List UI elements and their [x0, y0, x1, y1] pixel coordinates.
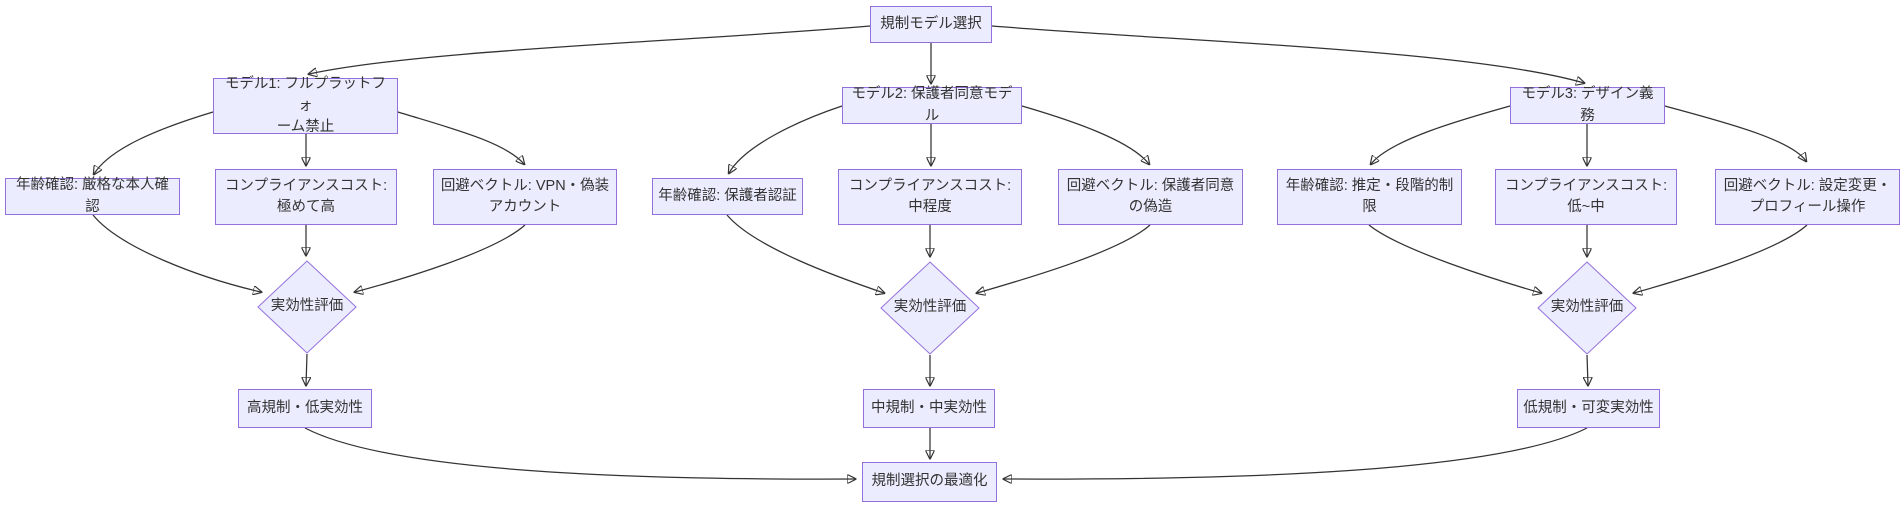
edge-model3-m3eva [1664, 105, 1806, 161]
edge-model3-m3age [1371, 105, 1511, 164]
node-label: 高規制・低実効性 [247, 399, 363, 416]
node-result-high-regulation-low-effectiveness: 高規制・低実効性 [238, 389, 372, 428]
node-m3-compliance-cost: コンプライアンスコスト: 低~中 [1495, 169, 1677, 225]
node-label: コンプライアンスコスト: 極めて高 [224, 177, 388, 215]
diamond-shape [1537, 261, 1637, 355]
edge-m3eva-eval3 [1634, 224, 1808, 293]
node-label: 年齢確認: 推定・段階的制 限 [1285, 177, 1454, 215]
node-result-mid-regulation-mid-effectiveness: 中規制・中実効性 [863, 389, 995, 428]
edge-m1eva-eval1 [355, 224, 526, 292]
node-label: 回避ベクトル: VPN・偽装 アカウント [440, 177, 610, 215]
edge-model1-m1age [94, 111, 214, 174]
diamond-shape [257, 260, 357, 354]
node-label: 低規制・可変実効性 [1523, 399, 1654, 416]
edge-m2eva-eval2 [977, 224, 1151, 293]
edge-root-model3 [991, 25, 1584, 83]
edge-eval3-result3 [1587, 354, 1588, 385]
node-m1-compliance-cost: コンプライアンスコスト: 極めて高 [215, 169, 397, 225]
edge-model2-m2eva [1021, 105, 1149, 164]
node-label: モデル1: フルプラットフォ ーム禁止 [224, 76, 387, 135]
node-result-low-regulation-variable-effectiveness: 低規制・可変実効性 [1517, 389, 1660, 428]
node-label: 年齢確認: 厳格な本人確認 [15, 177, 170, 215]
node-label: 回避ベクトル: 設定変更・ プロフィール操作 [1723, 177, 1892, 215]
node-label: モデル3: デザイン義務 [1521, 86, 1654, 124]
edge-result1-final [304, 427, 855, 479]
node-m1-evasion-vector: 回避ベクトル: VPN・偽装 アカウント [433, 169, 617, 225]
node-regulation-choice-optimization: 規制選択の最適化 [862, 462, 997, 502]
node-model3-design-obligation: モデル3: デザイン義務 [1510, 86, 1665, 124]
edge-eval1-result1 [306, 353, 307, 385]
node-m1-age-verification: 年齢確認: 厳格な本人確認 [5, 177, 180, 215]
node-label: 規制モデル選択 [880, 15, 982, 32]
node-regulation-model-selection: 規制モデル選択 [870, 6, 992, 43]
node-label: 実効性評価 [893, 299, 967, 316]
node-m3-age-verification: 年齢確認: 推定・段階的制 限 [1277, 169, 1462, 225]
edge-model1-m1eva [397, 111, 524, 164]
edge-m1age-eval1 [92, 214, 261, 292]
node-model2-parental-consent: モデル2: 保護者同意モデル [842, 86, 1022, 124]
node-label: 実効性評価 [270, 298, 344, 315]
diamond-shape [880, 261, 980, 355]
node-m2-evasion-vector: 回避ベクトル: 保護者同意 の偽造 [1058, 169, 1243, 225]
node-label: 年齢確認: 保護者認証 [658, 187, 797, 204]
node-model1-full-platform-ban: モデル1: フルプラットフォ ーム禁止 [213, 76, 398, 135]
node-label: 中規制・中実効性 [871, 399, 987, 416]
edge-model2-m2age [729, 105, 843, 173]
node-m2-age-verification: 年齢確認: 保護者認証 [652, 178, 803, 215]
node-label: 実効性評価 [1550, 299, 1624, 316]
node-label: モデル2: 保護者同意モデル [851, 86, 1013, 124]
node-m3-evasion-vector: 回避ベクトル: 設定変更・ プロフィール操作 [1715, 169, 1900, 225]
edge-root-model1 [309, 25, 871, 74]
edge-m3age-eval3 [1368, 224, 1541, 293]
node-effectiveness-evaluation-1: 実効性評価 [257, 260, 357, 354]
node-label: 回避ベクトル: 保護者同意 の偽造 [1066, 177, 1235, 215]
node-label: 規制選択の最適化 [871, 473, 988, 490]
node-label: コンプライアンスコスト: 低~中 [1504, 177, 1668, 215]
edge-result3-final [1004, 427, 1588, 479]
node-effectiveness-evaluation-3: 実効性評価 [1537, 261, 1637, 355]
edge-m2age-eval2 [726, 214, 884, 293]
node-label: コンプライアンスコスト: 中程度 [848, 177, 1012, 215]
node-effectiveness-evaluation-2: 実効性評価 [880, 261, 980, 355]
node-m2-compliance-cost: コンプライアンスコスト: 中程度 [838, 169, 1022, 225]
